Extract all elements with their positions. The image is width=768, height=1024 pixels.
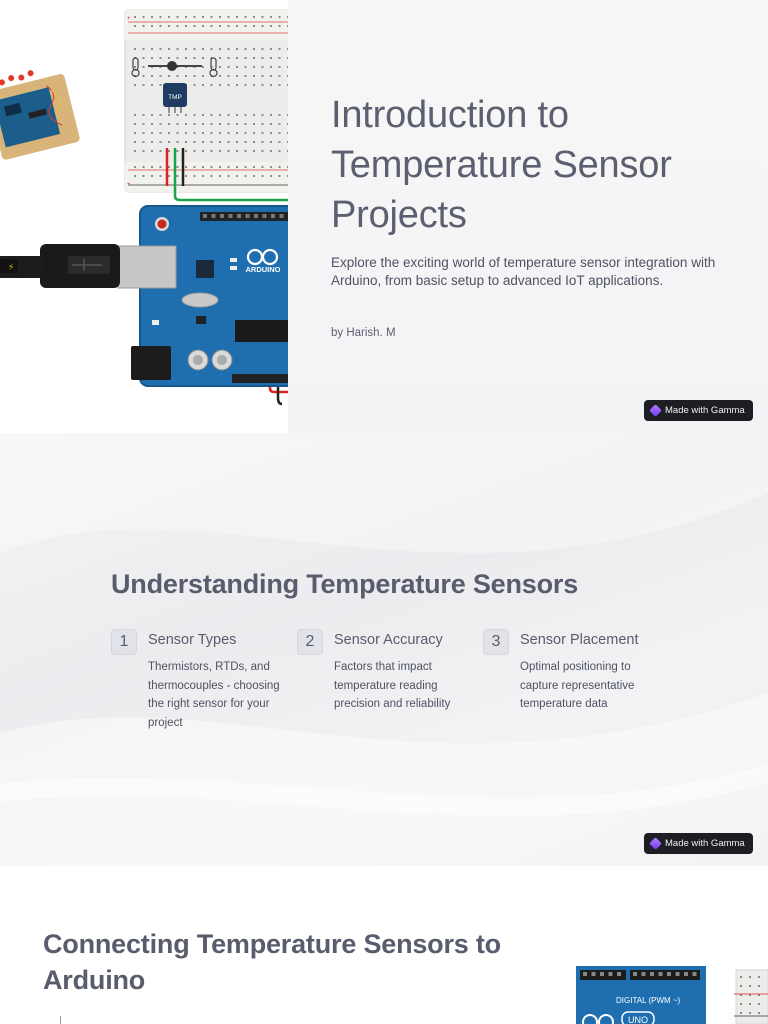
card-description: Factors that impact temperature reading … bbox=[334, 661, 451, 710]
slide-intro: + + TMP bbox=[0, 0, 768, 433]
badge-label: Made with Gamma bbox=[665, 405, 745, 416]
slide-understanding: Understanding Temperature Sensors 1 Sens… bbox=[0, 433, 768, 866]
svg-text:⚡: ⚡ bbox=[8, 263, 14, 273]
section-title: Connecting Temperature Sensors to Arduin… bbox=[43, 929, 501, 995]
digital-pwm-label: DIGITAL (PWM ~) bbox=[616, 996, 681, 1005]
svg-text:+: + bbox=[127, 182, 131, 188]
uno-label: UNO bbox=[628, 1015, 648, 1024]
svg-text:+: + bbox=[127, 16, 131, 22]
title-panel bbox=[288, 0, 768, 433]
divider bbox=[60, 1016, 61, 1024]
card-description: Optimal positioning to capture represent… bbox=[520, 661, 635, 710]
subtitle: Explore the exciting world of temperatur… bbox=[331, 255, 716, 288]
slide-connecting: Connecting Temperature Sensors to Arduin… bbox=[0, 866, 768, 1024]
wave-background bbox=[0, 433, 768, 866]
made-with-gamma-button[interactable]: Made with Gamma bbox=[644, 833, 753, 854]
card-title: Sensor Placement bbox=[520, 632, 639, 648]
author-byline: by Harish. M bbox=[331, 327, 396, 339]
arduino-board-label: ARDUINO bbox=[246, 265, 281, 274]
card-description: Thermistors, RTDs, and thermocouples - c… bbox=[148, 661, 280, 729]
badge-label: Made with Gamma bbox=[665, 838, 745, 849]
arduino-uno-closeup: DIGITAL (PWM ~) UNO bbox=[576, 966, 768, 1024]
card-number-badge: 1 bbox=[111, 629, 137, 655]
made-with-gamma-button[interactable]: Made with Gamma bbox=[644, 400, 753, 421]
arduino-closeup-image: DIGITAL (PWM ~) UNO bbox=[576, 866, 768, 1024]
tmp-chip-label: TMP bbox=[168, 94, 182, 101]
arduino-illustration: + + TMP bbox=[0, 0, 301, 433]
card-title: Sensor Types bbox=[148, 632, 237, 648]
card-number-badge: 2 bbox=[297, 629, 323, 655]
gamma-logo-icon bbox=[649, 837, 662, 850]
card-number-badge: 3 bbox=[483, 629, 509, 655]
card-title: Sensor Accuracy bbox=[334, 632, 443, 648]
gamma-logo-icon bbox=[649, 404, 662, 417]
page-title: Introduction to Temperature Sensor Proje… bbox=[331, 94, 672, 236]
section-title: Understanding Temperature Sensors bbox=[111, 569, 579, 599]
arduino-breadboard-image: + + TMP bbox=[0, 9, 301, 406]
